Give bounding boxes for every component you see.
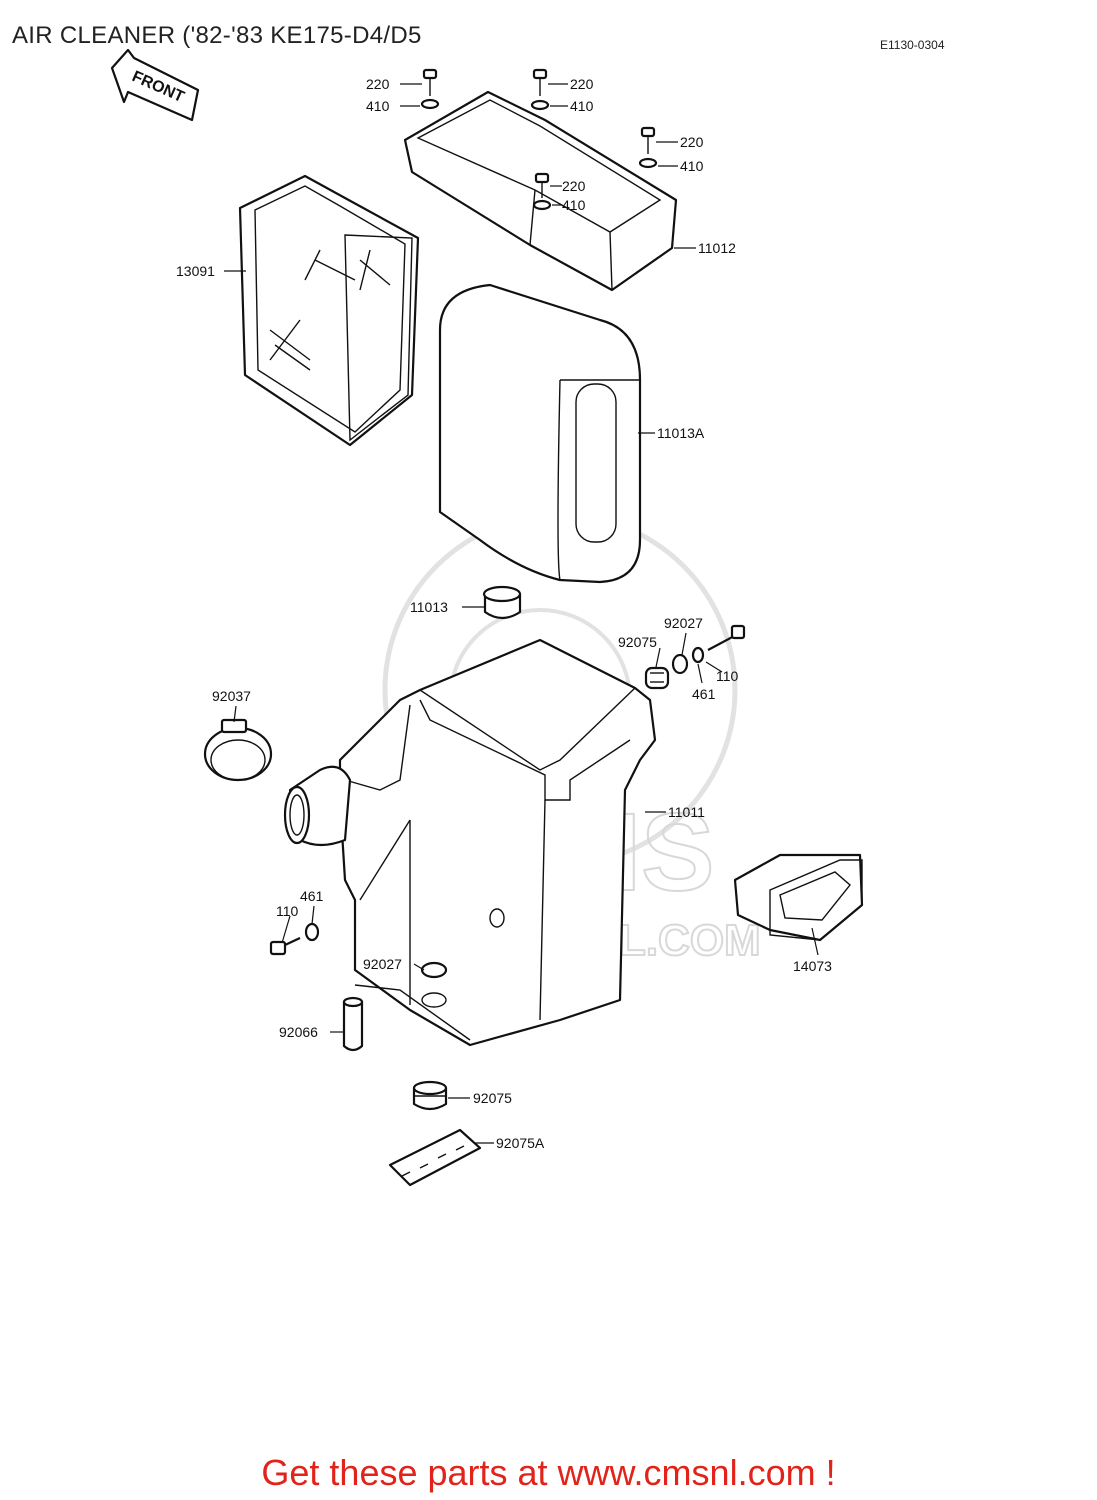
label-92075a: 92075A	[496, 1135, 545, 1151]
part-11011-case	[338, 638, 657, 1047]
front-arrow-shape	[110, 48, 200, 122]
part-11012-cap	[403, 90, 678, 292]
part-92066-pipe	[342, 996, 364, 1052]
label-92075-a: 92075	[618, 634, 657, 650]
hardware-left	[269, 922, 320, 956]
diagram-title: AIR CLEANER ('82-'83 KE175-D4/D5	[12, 22, 422, 49]
label-92066: 92066	[279, 1024, 318, 1040]
part-11013-cap	[482, 585, 522, 620]
part-461-washer	[691, 646, 705, 664]
bolt-220-b	[530, 68, 550, 111]
bolt-220-a	[420, 68, 440, 110]
bolt-220-c	[638, 126, 658, 169]
part-110-bolt	[707, 624, 746, 651]
label-110-b: 110	[276, 903, 299, 919]
label-11011: 11011	[668, 804, 705, 820]
hardware-right	[644, 624, 746, 690]
diagram-code: E1130-0304	[880, 38, 945, 52]
front-arrow: FRONT	[110, 48, 200, 122]
bolt-220-d	[532, 172, 552, 211]
label-11012: 11012	[698, 240, 736, 256]
label-92027-b: 92027	[363, 956, 402, 972]
part-92027-collar	[671, 653, 689, 675]
label-13091: 13091	[176, 263, 215, 279]
label-220-b: 220	[570, 76, 594, 92]
label-92027-a: 92027	[664, 615, 703, 631]
part-11013a-element	[438, 283, 642, 584]
bolts-220-washers-410	[420, 68, 658, 211]
label-11013a: 11013A	[657, 425, 705, 441]
part-92037-clamp	[203, 718, 273, 782]
exploded-parts-diagram: CMS WWW.CMSNL.COM FRONT	[110, 48, 864, 1187]
label-220-a: 220	[366, 76, 390, 92]
label-410-d: 410	[562, 197, 586, 213]
part-92075a-damper	[388, 1128, 482, 1187]
label-110-a: 110	[716, 668, 739, 684]
callout-lines	[224, 83, 819, 1144]
label-410-b: 410	[570, 98, 594, 114]
label-11013: 11013	[410, 599, 448, 615]
part-labels: 220 410 220 410 220 410 220 410 11012 13…	[176, 76, 832, 1151]
label-92037: 92037	[212, 688, 251, 704]
label-410-a: 410	[366, 98, 390, 114]
part-14073-duct	[733, 853, 864, 942]
part-461-washer-left	[304, 922, 320, 942]
intake-tube	[283, 765, 352, 847]
label-14073: 14073	[793, 958, 832, 974]
part-110-bolt-left	[269, 937, 301, 956]
label-410-c: 410	[680, 158, 704, 174]
label-461-b: 461	[300, 888, 324, 904]
promo-link[interactable]: Get these parts at www.cmsnl.com !	[261, 1452, 836, 1493]
part-92075-damper-bottom	[412, 1080, 448, 1111]
label-92075-b: 92075	[473, 1090, 512, 1106]
label-220-c: 220	[680, 134, 704, 150]
label-461-a: 461	[692, 686, 716, 702]
label-220-d: 220	[562, 178, 586, 194]
part-13091-holder	[238, 174, 420, 447]
part-92075-damper	[644, 666, 670, 690]
